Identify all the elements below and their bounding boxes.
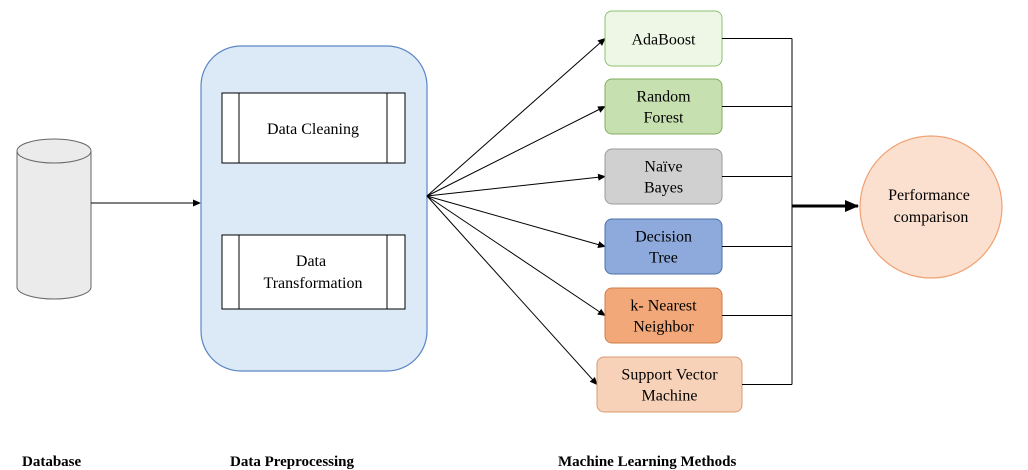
performance-comparison-label: Performance comparison [888,187,974,226]
data-transformation-step: Data Transformation [221,234,406,310]
methods-caption: Machine Learning Methods [558,454,736,470]
fan-out-arrows [426,37,606,386]
database-caption: Database [22,454,82,470]
data-cleaning-label: Data Cleaning [267,121,359,138]
method-node: AdaBoost [604,10,723,67]
data-transformation-label: Data Transformation [264,253,363,292]
method-arrow [426,195,606,317]
method-arrow [426,195,598,386]
performance-comparison-node: Performance comparison [859,135,1003,279]
data-cleaning-step: Data Cleaning [221,92,406,164]
method-arrow [426,37,606,197]
preprocessing-caption: Data Preprocessing [230,454,355,470]
method-arrow [426,106,606,197]
results-collector-lines [722,38,793,385]
method-arrow [426,173,606,197]
method-label: AdaBoost [632,32,697,49]
method-arrow [426,195,606,248]
database-cylinder [16,138,92,300]
